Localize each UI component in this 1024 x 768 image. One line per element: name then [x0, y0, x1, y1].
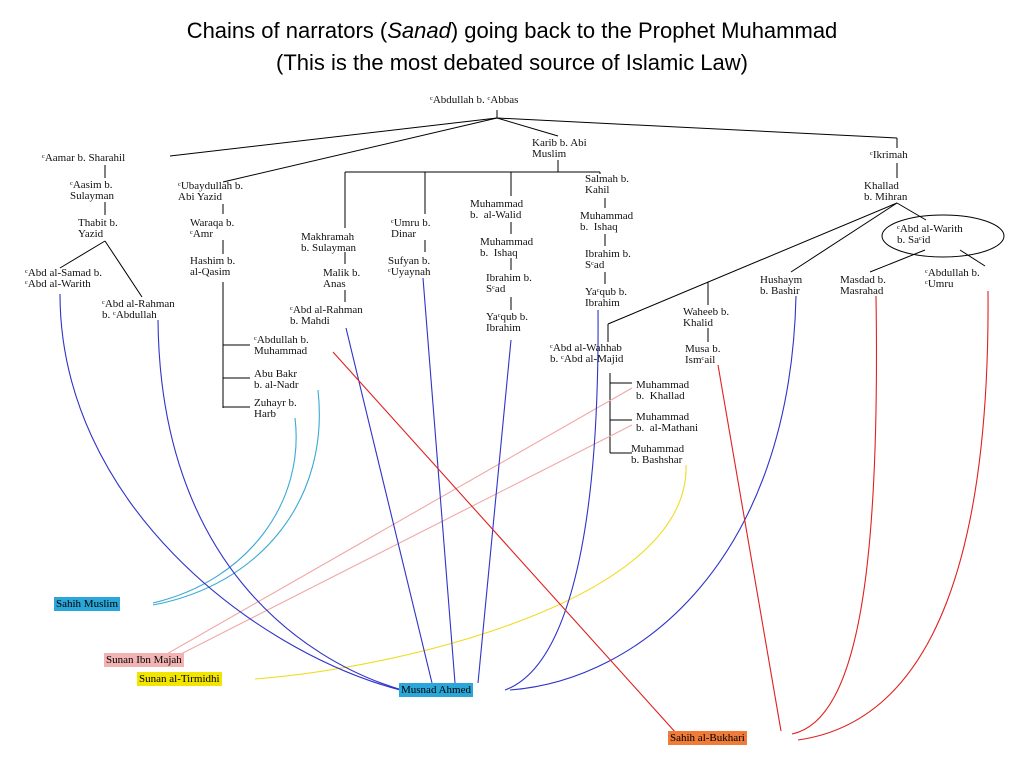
slide-title: Chains of narrators (Sanad) going back t…	[0, 16, 1024, 46]
narrator-thabit: Thabit b. Yazid	[78, 217, 118, 240]
curve-muslim-abubakr	[152, 389, 320, 606]
narrator-abdullah-ibn-abbas: ᶜAbdullah b. ᶜAbbas	[430, 94, 519, 106]
narrator-abd-al-wahhab: ᶜAbd al-Wahhab b. ᶜAbd al-Majid	[550, 342, 624, 365]
transmission-curves	[59, 277, 989, 741]
narrator-muhammad-bashshar: Muhammad b. Bashshar	[631, 443, 685, 466]
narrator-khallad-mihran: Khallad b. Mihran	[864, 180, 908, 203]
narrator-hashim: Hashim b. al-Qasim	[190, 255, 236, 278]
narrator-aamar: ᶜAamar b. Sharahil	[42, 152, 126, 164]
narrator-hushaym: Hushaym b. Bashir	[760, 274, 803, 297]
narrator-ibrahim-sad-1: Ibrahim b. Sᶜad	[486, 272, 532, 295]
collection-sunan-al-tirmidhi: Sunan al-Tirmidhi	[137, 672, 222, 686]
collection-sahih-al-bukhari: Sahih al-Bukhari	[668, 731, 747, 745]
narrator-abd-al-warith-said: ᶜAbd al-Warith b. Saᶜid	[897, 223, 963, 246]
narrator-abd-al-rahman-abdullah: ᶜAbd al-Rahman b. ᶜAbdullah	[102, 298, 175, 321]
narrator-abu-bakr: Abu Bakr b. al-Nadr	[254, 368, 299, 391]
narrator-ubaydullah: ᶜUbaydullah b. Abi Yazid	[178, 180, 244, 203]
narrator-musa: Musa b. Ismᶜail	[685, 343, 721, 366]
narrator-muhammad-ishaq-1: Muhammad b. Ishaq	[480, 236, 534, 259]
narrator-ikrimah: ᶜIkrimah	[870, 149, 908, 161]
curve-ahmed-abdrahman	[157, 319, 403, 691]
narrator-abdullah-umru: ᶜAbdullah b. ᶜUmru	[925, 267, 980, 290]
curve-ahmed-mahdi	[345, 327, 433, 684]
curve-ahmed-abdsamad	[59, 293, 401, 691]
narrator-ibrahim-sad-2: Ibrahim b. Sᶜad	[585, 248, 631, 271]
curve-bukhari-musa	[717, 364, 782, 732]
curve-ibnmajah-2	[174, 424, 633, 658]
narrator-malik: Malik b. Anas	[323, 267, 361, 290]
title-italic: Sanad	[387, 18, 451, 43]
narrator-waraqa: Waraqa b. ᶜAmr	[190, 217, 235, 240]
curve-ibnmajah-1	[164, 387, 633, 656]
collection-sunan-ibn-majah: Sunan Ibn Majah	[104, 653, 184, 667]
narrator-umru-dinar: ᶜUmru b. Dinar	[391, 217, 431, 240]
narrator-abd-al-samad: ᶜAbd al-Samad b. ᶜAbd al-Warith	[25, 267, 103, 290]
narrator-aasim: ᶜAasim b. Sulayman	[70, 179, 114, 202]
title-suffix: ) going back to the Prophet Muhammad	[450, 18, 838, 43]
narrator-muhammad-ishaq-2: Muhammad b. Ishaq	[580, 210, 634, 233]
narrator-makhramah: Makhramah b. Sulayman	[301, 231, 356, 254]
narrator-abdullah-muhammad: ᶜAbdullah b. Muhammad	[254, 334, 309, 357]
curve-muslim-zuhayr	[152, 417, 297, 604]
narrator-abd-al-rahman-mahdi: ᶜAbd al-Rahman b. Mahdi	[290, 304, 363, 327]
narrator-zuhayr: Zuhayr b. Harb	[254, 397, 297, 420]
curve-bukhari-masdad	[791, 295, 878, 735]
title-prefix: Chains of narrators (	[186, 18, 388, 43]
tree-connectors	[59, 110, 1005, 454]
narrator-muhammad-mathani: Muhammad b. al-Mathani	[636, 411, 699, 434]
narrator-muhammad-walid: Muhammad b. al-Walid	[470, 198, 524, 221]
narrator-masdad: Masdad b. Masrahad	[840, 274, 886, 297]
curve-bukhari-abdullah-umru	[797, 290, 989, 741]
curve-ahmed-yaqub1	[477, 339, 512, 684]
curve-ahmed-sufyan	[422, 277, 456, 684]
narrator-sufyan: Sufyan b. ᶜUyaynah	[388, 255, 431, 278]
collection-sahih-muslim: Sahih Muslim	[54, 597, 121, 611]
curve-bukhari-abdullah	[332, 351, 677, 734]
collection-musnad-ahmed: Musnad Ahmed	[399, 683, 473, 697]
slide-subtitle: (This is the most debated source of Isla…	[276, 50, 748, 75]
curve-ahmed-hushaym	[509, 295, 797, 691]
curve-tirmidhi	[254, 464, 687, 680]
narrator-yaqub-1: Yaᶜqub b. Ibrahim	[486, 311, 529, 334]
curve-ahmed-yaqub2	[504, 309, 599, 691]
narrator-muhammad-khallad: Muhammad b. Khallad	[636, 379, 690, 402]
narrator-karib: Karib b. Abi Muslim	[532, 137, 587, 160]
narrator-salmah: Salmah b. Kahil	[585, 173, 629, 196]
narrator-yaqub-2: Yaᶜqub b. Ibrahim	[585, 286, 628, 309]
narrator-waheeb: Waheeb b. Khalid	[683, 306, 730, 329]
